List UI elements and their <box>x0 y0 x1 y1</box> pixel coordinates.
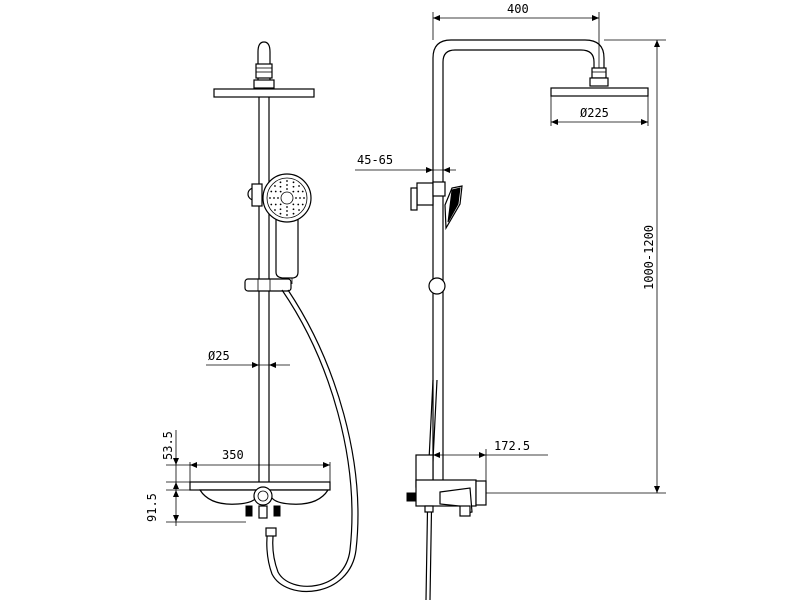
spray-nozzle <box>286 188 288 190</box>
side-rain-head <box>550 87 649 97</box>
front-slider <box>244 278 292 292</box>
front-hose-inner <box>266 289 359 593</box>
spray-nozzle <box>297 190 300 193</box>
spray-nozzle <box>298 185 300 187</box>
spray-nozzle <box>270 203 273 206</box>
spray-nozzle <box>274 203 277 206</box>
dim-mixer-depth: 172.5 <box>433 439 548 481</box>
front-outlet-left <box>245 505 253 517</box>
spray-nozzle <box>303 197 305 199</box>
spray-nozzle <box>277 197 279 199</box>
spray-nozzle <box>279 203 282 206</box>
spray-nozzle <box>301 190 304 193</box>
spray-nozzle <box>274 185 276 187</box>
front-head-connector <box>255 63 273 79</box>
spray-nozzle <box>279 208 282 211</box>
spray-nozzle <box>299 197 301 199</box>
side-view: 400 Ø225 45-65 1000-1200 <box>355 2 666 600</box>
dim-pipe-diameter: Ø25 <box>206 349 290 368</box>
spray-nozzle <box>279 185 282 188</box>
dim-mixer-height: 91.5 <box>145 482 246 526</box>
dim-adjust-range: 45-65 <box>355 153 456 176</box>
spray-nozzle <box>286 210 288 212</box>
head-diameter-label: Ø225 <box>580 106 609 120</box>
side-hand-shower <box>410 181 463 270</box>
pipe-diameter-label: Ø25 <box>208 349 230 363</box>
mixer-depth-label: 172.5 <box>494 439 530 453</box>
shelf-height-label: 53.5 <box>161 431 175 460</box>
adjust-range-label: 45-65 <box>357 153 393 167</box>
spray-nozzle <box>292 212 295 215</box>
dim-arm-length: 400 <box>432 2 600 68</box>
spray-nozzle <box>292 203 295 206</box>
spray-nozzle <box>292 181 295 184</box>
spray-nozzle <box>298 209 300 211</box>
side-outlet <box>406 492 417 502</box>
total-height-label: 1000-1200 <box>642 225 656 290</box>
spray-nozzle <box>286 180 288 182</box>
spray-nozzle <box>274 190 277 193</box>
side-arm-outer <box>432 39 605 480</box>
spray-nozzle <box>274 209 276 211</box>
spray-nozzle <box>279 190 282 193</box>
shelf-width-label: 350 <box>222 448 244 462</box>
spray-nozzle <box>286 206 288 208</box>
spray-nozzle <box>273 197 275 199</box>
spray-nozzle <box>301 203 304 206</box>
spray-nozzle <box>295 197 297 199</box>
spray-nozzle <box>286 214 288 216</box>
front-hose-outer <box>272 289 353 587</box>
spray-nozzle <box>297 203 300 206</box>
side-slider-knob <box>428 277 446 295</box>
arm-length-label: 400 <box>507 2 529 16</box>
spray-nozzle <box>292 185 295 188</box>
dim-total-height: 1000-1200 <box>486 39 666 494</box>
front-pipe-top <box>257 41 271 85</box>
front-mixer-valve <box>253 486 273 506</box>
dim-shelf-height: 53.5 <box>161 430 196 489</box>
mixer-height-label: 91.5 <box>145 493 159 522</box>
side-arm-inner <box>442 49 595 480</box>
spray-nozzle <box>279 212 282 215</box>
spray-nozzle <box>286 184 288 186</box>
dim-shelf-width: 350 <box>189 448 331 482</box>
spray-nozzle <box>269 197 271 199</box>
front-view: Ø25 350 53.5 91.5 <box>145 41 359 593</box>
front-hand-shower <box>262 173 312 284</box>
front-outlet-right <box>273 505 281 517</box>
spray-nozzle <box>270 190 273 193</box>
spray-nozzle <box>292 190 295 193</box>
spray-nozzle <box>279 181 282 184</box>
dim-head-diameter: Ø225 <box>550 96 649 126</box>
front-rain-head <box>213 88 315 98</box>
spray-nozzle <box>292 208 295 211</box>
